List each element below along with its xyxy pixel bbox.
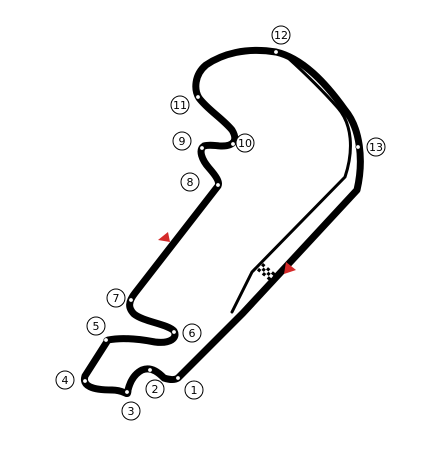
checkered-square [259, 269, 264, 275]
corner-number-circle [182, 323, 202, 343]
checkered-square [265, 267, 271, 272]
corner-number-circle [121, 401, 141, 421]
corner-apex-dot [230, 141, 236, 147]
corner-number-label: 9 [179, 135, 186, 148]
checkered-square [266, 271, 271, 277]
corner-4: 4 [55, 370, 88, 390]
direction-arrow-icon [158, 232, 170, 242]
checkered-square [268, 273, 274, 279]
corner-number-label: 6 [189, 327, 196, 340]
checkered-square [264, 274, 269, 279]
checkered-square [268, 269, 273, 274]
corner-3: 3 [121, 389, 141, 421]
corner-number-label: 4 [62, 374, 69, 387]
corner-number-circle [271, 25, 291, 45]
corner-number-label: 10 [238, 137, 252, 150]
corner-5: 5 [86, 316, 109, 343]
corner-13: 13 [355, 137, 386, 157]
corner-number-circle [170, 95, 190, 115]
corner-number-circle [235, 133, 255, 153]
corner-10: 10 [230, 133, 255, 153]
corner-apex-dot [103, 337, 109, 343]
corner-7: 7 [106, 288, 134, 308]
corner-number-circle [180, 172, 200, 192]
checkered-square [266, 276, 272, 281]
corner-number-circle [172, 131, 192, 151]
pit-lane [230, 55, 352, 314]
corner-apex-dot [82, 378, 88, 384]
corner-apex-dot [128, 297, 134, 303]
track-path [81, 46, 364, 397]
corner-number-label: 13 [369, 141, 383, 154]
corner-1: 1 [175, 375, 204, 400]
corner-apex-dot [147, 367, 153, 373]
corner-apex-dot [171, 329, 177, 335]
corner-number-circle [366, 137, 386, 157]
corner-apex-dot [124, 389, 130, 395]
direction-arrow-icon [284, 262, 296, 274]
corner-apex-dot [355, 144, 361, 150]
checkered-square [261, 272, 267, 277]
corner-number-label: 3 [128, 405, 135, 418]
checkered-square [263, 265, 268, 270]
corner-12: 12 [271, 25, 291, 55]
corner-11: 11 [170, 94, 201, 115]
corner-number-label: 7 [113, 292, 120, 305]
checkered-square [258, 265, 264, 270]
corner-apex-dot [215, 182, 221, 188]
corner-apex-dot [175, 375, 181, 381]
checkered-square [261, 267, 266, 273]
corner-9: 9 [172, 131, 205, 151]
corner-2: 2 [145, 367, 165, 399]
checkered-square [256, 267, 262, 273]
corner-number-circle [55, 370, 75, 390]
corner-number-label: 11 [173, 99, 187, 112]
checkered-square [270, 271, 276, 276]
corner-number-circle [86, 316, 106, 336]
corner-6: 6 [171, 323, 202, 343]
corner-apex-dot [199, 145, 205, 151]
corner-8: 8 [180, 172, 221, 192]
corner-number-label: 1 [191, 384, 198, 397]
corner-apex-dot [195, 94, 201, 100]
corner-number-label: 5 [93, 320, 100, 333]
corner-number-label: 12 [274, 29, 288, 42]
checkered-square [263, 269, 269, 275]
corner-number-label: 2 [152, 383, 159, 396]
checkered-flag-icon [256, 263, 276, 281]
corner-number-circle [106, 288, 126, 308]
checkered-square [261, 263, 266, 268]
corner-apex-dot [273, 49, 279, 55]
corner-number-circle [184, 380, 204, 400]
corner-number-circle [145, 379, 165, 399]
corner-number-label: 8 [187, 176, 194, 189]
